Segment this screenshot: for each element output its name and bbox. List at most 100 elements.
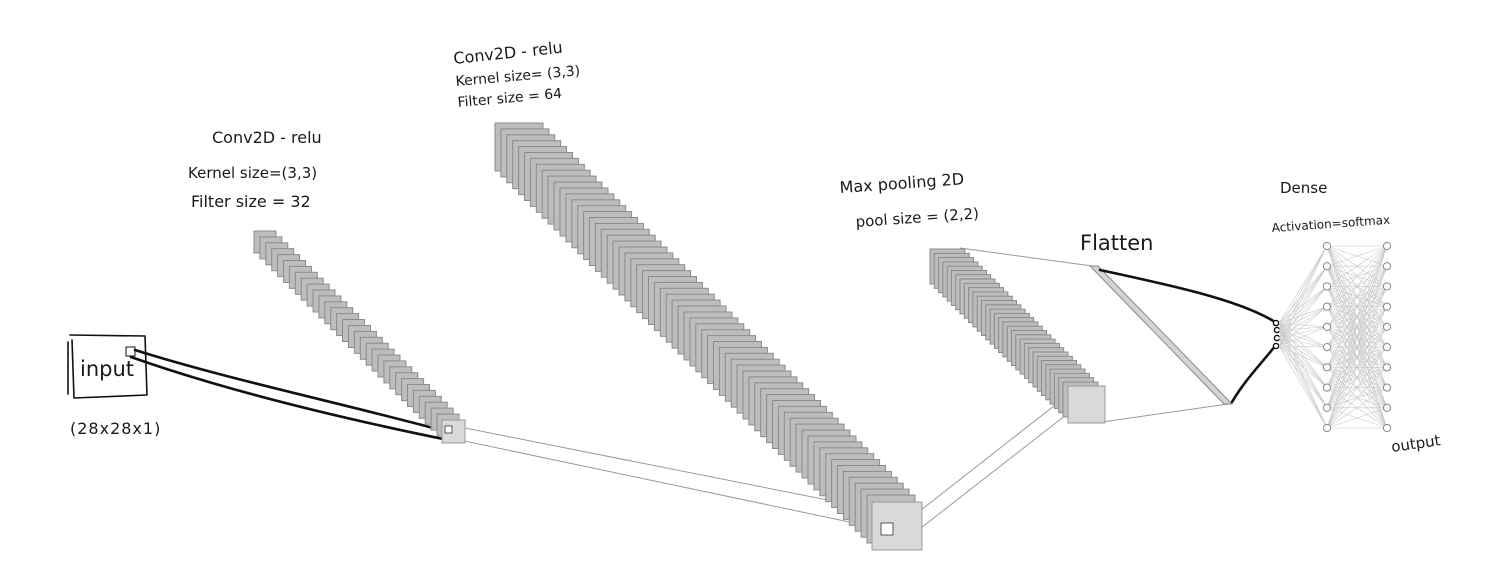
dense-edge: [1326, 387, 1388, 429]
dense-output-node: [1382, 241, 1392, 251]
flatten-vector: [1088, 265, 1234, 405]
dense-edge: [1326, 245, 1388, 408]
conv1-to-conv2-connector: [449, 424, 879, 511]
conv2-kernel-label: Kernel size= (3,3): [455, 63, 581, 90]
dense-edge: [1326, 266, 1388, 429]
dense-input-edge: [1278, 322, 1328, 429]
input-box: [67, 334, 148, 399]
pool-last-feature-map: [1067, 385, 1106, 424]
dense-input-edge: [1278, 286, 1328, 331]
dense-output-node: [1382, 383, 1392, 392]
dense-input-node: [1322, 363, 1332, 372]
dense-input-edge: [1278, 266, 1328, 347]
output-label: output: [1390, 431, 1442, 456]
flatten-label: Flatten: [1080, 231, 1153, 255]
pool-to-flatten-connector: [1101, 403, 1229, 423]
dense-edge: [1326, 367, 1388, 429]
dense-nodes: [1322, 241, 1392, 433]
conv1-filter-label: Filter size = 32: [191, 192, 311, 211]
pool-feature-maps: [929, 248, 1099, 418]
dense-edge: [1326, 326, 1388, 429]
dense-edge: [1326, 245, 1388, 368]
dense-input-edge: [1278, 245, 1328, 324]
dense-input-edge: [1278, 245, 1328, 331]
dense-input-node: [1322, 383, 1332, 392]
dense-input-edge: [1278, 345, 1328, 348]
dense-edge: [1326, 245, 1388, 388]
dense-input-node: [1322, 302, 1332, 311]
dense-edge: [1326, 245, 1388, 307]
input-to-conv1-line: [133, 348, 450, 434]
dense-input-edge: [1278, 245, 1328, 339]
dense-input-edge: [1278, 326, 1328, 347]
dense-input-edge: [1278, 322, 1328, 408]
conv1-feature-maps: [253, 230, 460, 437]
dense-input-node: [1322, 282, 1332, 291]
dense-input-edge: [1278, 337, 1328, 429]
dense-input-node: [1322, 322, 1332, 331]
dense-input-edge: [1278, 266, 1328, 331]
dense-output-node: [1382, 302, 1392, 311]
dense-output-node: [1382, 363, 1392, 372]
dense-output-node: [1382, 403, 1392, 412]
input-to-conv1-line: [129, 355, 450, 442]
layer-connectors: [449, 247, 1229, 539]
dense-input-node: [1322, 403, 1332, 412]
dense-input-node: [1322, 241, 1332, 251]
dense-input-edge: [1278, 345, 1328, 388]
dense-input-edge: [1278, 329, 1328, 408]
dense-input-edge: [1278, 345, 1328, 408]
flatten-to-dense-line: [1098, 268, 1277, 324]
conv2-filter-label: Filter size = 64: [457, 86, 563, 111]
flatten-to-dense-line: [1230, 343, 1278, 404]
dense-edge: [1326, 407, 1388, 429]
dense-input-edge: [1278, 306, 1328, 324]
conv2-title: Conv2D - relu: [452, 38, 563, 68]
dense-input-edge: [1278, 345, 1328, 429]
dense-input-edge: [1278, 245, 1328, 347]
dense-edge: [1326, 245, 1388, 429]
dense-input-edge: [1278, 266, 1328, 324]
input-label: input: [80, 357, 134, 381]
dense-output-node: [1382, 262, 1392, 271]
dense-edge: [1326, 245, 1388, 267]
conv2-pool-window: [880, 522, 894, 536]
dense-edge: [1326, 245, 1388, 348]
dense-output-node: [1382, 343, 1392, 352]
dense-edge: [1326, 245, 1388, 287]
pool-title: Max pooling 2D: [839, 169, 965, 197]
dense-input-edge: [1278, 286, 1328, 347]
dense-input-dots: [1272, 319, 1281, 350]
conv1-kernel-label: Kernel size=(3,3): [188, 164, 317, 182]
dense-edge: [1326, 306, 1388, 429]
dense-input-edge: [1278, 306, 1328, 347]
dense-input-node: [1322, 262, 1332, 271]
conv2-last-feature-map: [871, 501, 923, 551]
dense-output-node: [1382, 423, 1392, 433]
dense-connections: [1278, 245, 1388, 429]
conv1-kernel-window: [444, 425, 453, 434]
dense-output-node: [1382, 282, 1392, 291]
dense-edge: [1326, 286, 1388, 429]
pool-to-flatten-connector: [959, 247, 1093, 267]
dense-input-edge: [1278, 322, 1328, 388]
conv2-to-pool-connector: [897, 394, 1069, 529]
dense-input-node: [1322, 423, 1332, 433]
dense-input-edge: [1278, 322, 1328, 348]
input-shape-label: (28x28x1): [70, 419, 161, 438]
dense-title: Dense: [1280, 179, 1327, 197]
dense-edge: [1326, 346, 1388, 429]
dense-activation-label: Activation=softmax: [1271, 213, 1390, 235]
dense-output-node: [1382, 322, 1392, 331]
dense-input-edge: [1278, 322, 1328, 328]
dense-input-edge: [1278, 345, 1328, 368]
dense-input-edge: [1278, 286, 1328, 324]
pool-size-label: pool size = (2,2): [855, 204, 980, 231]
conv1-title: Conv2D - relu: [212, 128, 322, 147]
dense-input-edge: [1278, 322, 1328, 368]
conv1-to-conv2-connector: [449, 437, 879, 529]
dense-edge: [1326, 245, 1388, 328]
dense-input-edge: [1278, 266, 1328, 339]
dense-input-node: [1322, 343, 1332, 352]
